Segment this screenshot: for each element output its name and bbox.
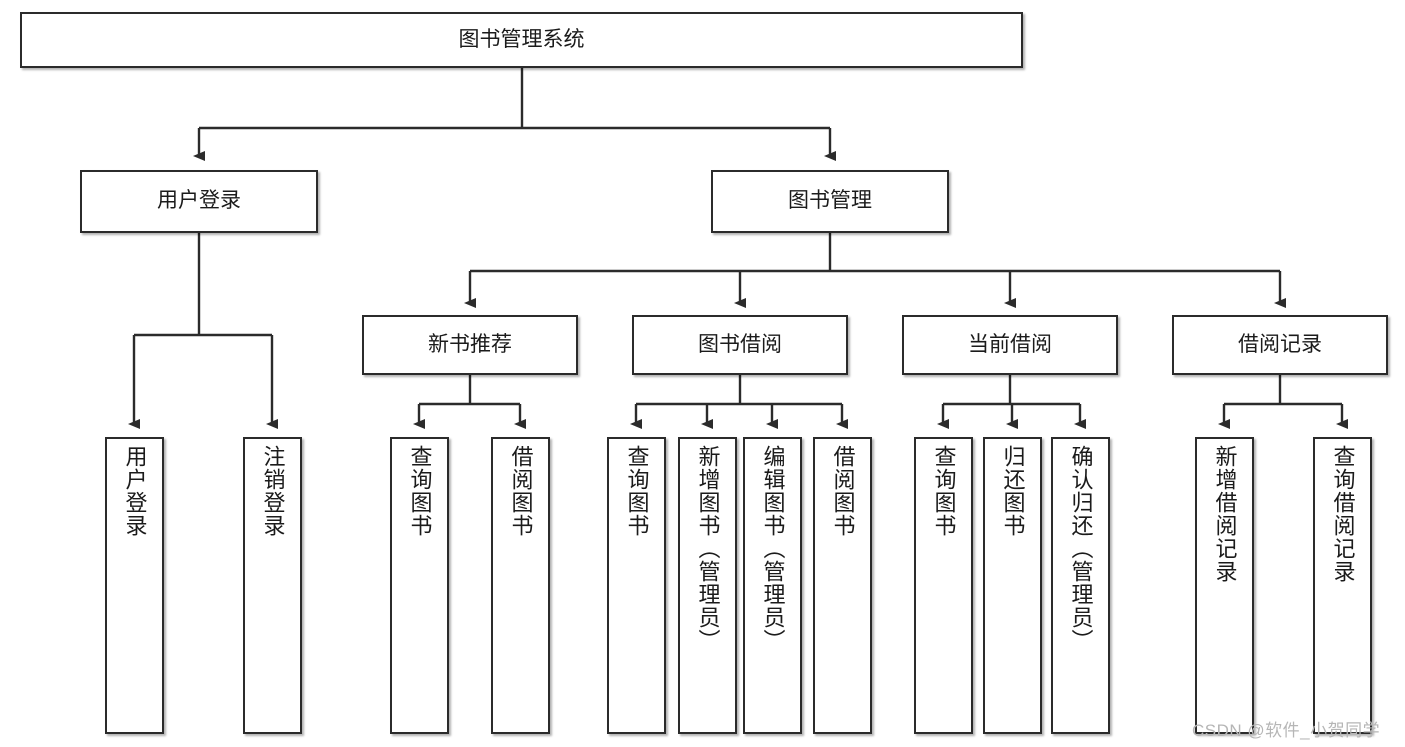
node-label: 借阅记录 (1238, 332, 1322, 356)
node-label: 归还图书 (1000, 445, 1026, 537)
leaf-borrow-add-book[interactable]: 新增图书（管理员） (678, 437, 737, 734)
leaf-recommend-borrow-book[interactable]: 借阅图书 (491, 437, 550, 734)
node-label: 新增图书（管理员） (695, 445, 721, 652)
node-root-system[interactable]: 图书管理系统 (20, 12, 1023, 68)
leaf-user-logout[interactable]: 注销登录 (243, 437, 302, 734)
node-label: 编辑图书（管理员） (760, 445, 786, 652)
node-label: 借阅图书 (508, 445, 534, 537)
node-label: 图书管理系统 (458, 27, 585, 51)
node-label: 图书借阅 (698, 332, 782, 356)
node-label: 新增借阅记录 (1212, 445, 1238, 583)
leaf-user-login[interactable]: 用户登录 (105, 437, 164, 734)
node-current-borrow[interactable]: 当前借阅 (902, 315, 1118, 375)
node-label: 当前借阅 (968, 332, 1052, 356)
csdn-watermark: CSDN @软件_小贺同学 (1192, 721, 1381, 740)
node-label: 查询图书 (407, 445, 433, 537)
node-label: 查询借阅记录 (1330, 445, 1356, 583)
node-new-book-recommend[interactable]: 新书推荐 (362, 315, 578, 375)
node-user-login[interactable]: 用户登录 (80, 170, 318, 233)
leaf-borrow-borrow-book[interactable]: 借阅图书 (813, 437, 872, 734)
node-label: 查询图书 (931, 445, 957, 537)
node-book-borrow[interactable]: 图书借阅 (632, 315, 848, 375)
node-label: 图书管理 (788, 189, 872, 213)
node-label: 用户登录 (122, 445, 148, 537)
node-label: 查询图书 (624, 445, 650, 537)
leaf-record-add[interactable]: 新增借阅记录 (1195, 437, 1254, 734)
node-label: 借阅图书 (830, 445, 856, 537)
node-label: 注销登录 (260, 445, 286, 537)
leaf-record-query[interactable]: 查询借阅记录 (1313, 437, 1372, 734)
leaf-current-confirm-return[interactable]: 确认归还（管理员） (1051, 437, 1110, 734)
leaf-borrow-edit-book[interactable]: 编辑图书（管理员） (743, 437, 802, 734)
leaf-current-query-book[interactable]: 查询图书 (914, 437, 973, 734)
node-label: 用户登录 (157, 189, 241, 213)
leaf-borrow-query-book[interactable]: 查询图书 (607, 437, 666, 734)
node-borrow-record[interactable]: 借阅记录 (1172, 315, 1388, 375)
node-label: 确认归还（管理员） (1068, 445, 1094, 652)
node-book-management[interactable]: 图书管理 (711, 170, 949, 233)
node-label: 新书推荐 (428, 332, 512, 356)
leaf-recommend-query-book[interactable]: 查询图书 (390, 437, 449, 734)
leaf-current-return-book[interactable]: 归还图书 (983, 437, 1042, 734)
